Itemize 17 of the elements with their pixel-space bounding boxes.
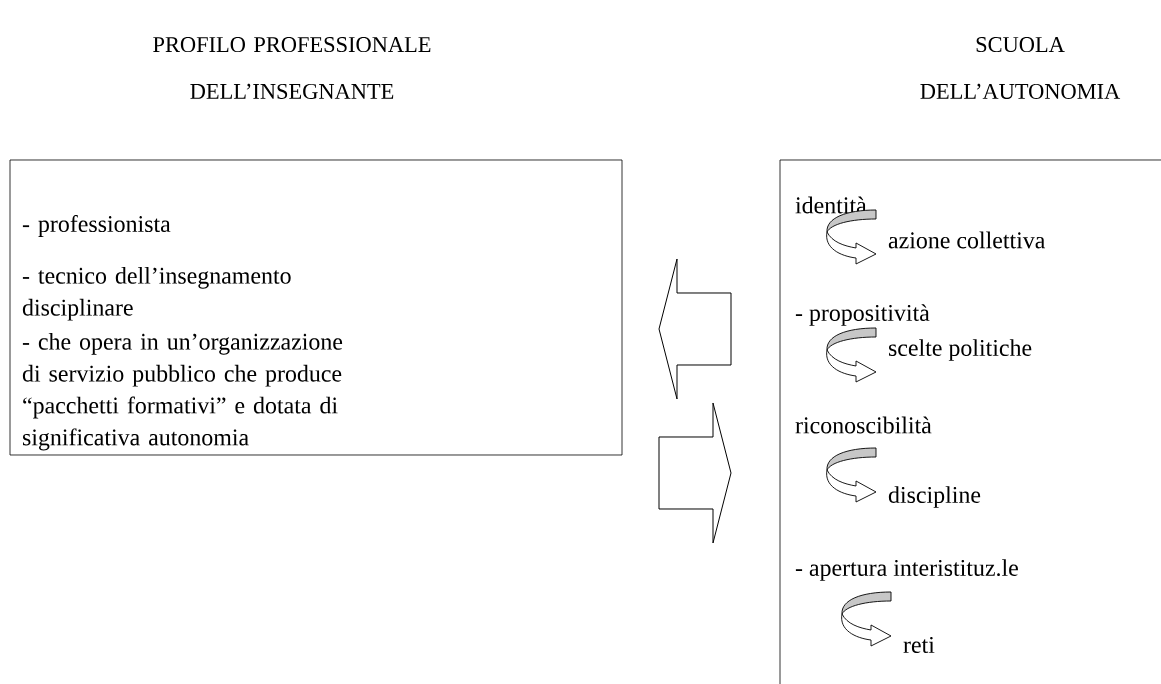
label-text: riconoscibilità [795,416,932,434]
list-item: - che opera in un’organizzazione di servizio pubblico che produce “pacchetti formativi” e dotata di significativa autonomia [22,333,343,451]
curved-arrow [826,209,877,265]
list-item: - professionista [22,215,171,237]
list-item: - tecnico dell’insegnamento disciplinare [22,267,291,321]
heading: PROFILO PROFESSIONALE DELL’INSEGNANTE [153,37,431,99]
curved-arrow [826,327,877,383]
label-text: azione collettiva [888,231,1046,249]
label-text: discipline [888,486,981,508]
heading: SCUOLA DELL’AUTONOMIA [920,37,1121,99]
curved-arrow [841,591,892,647]
label-text: - propositività [795,304,930,326]
label-text: scelte politiche [889,339,1032,361]
label-text: - apertura interistituz.le [795,559,1018,581]
label-text: reti [903,636,935,654]
label-text: identità [795,196,867,214]
curved-arrow [826,447,877,503]
